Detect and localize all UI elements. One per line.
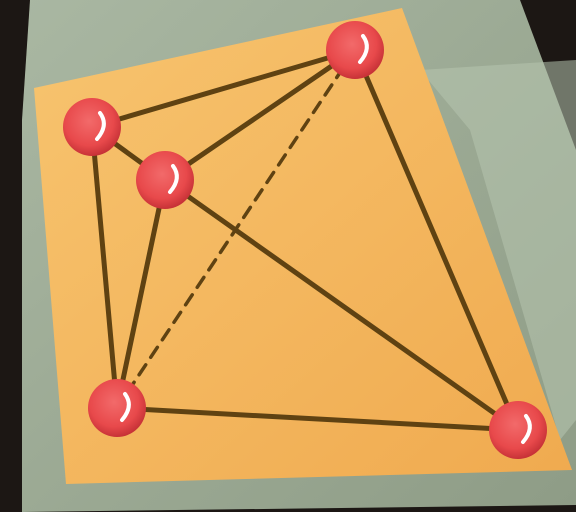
vertex-C bbox=[136, 151, 194, 209]
vertex-E bbox=[489, 401, 547, 459]
vertex-D bbox=[88, 379, 146, 437]
vertex-B bbox=[63, 98, 121, 156]
vertex-ball-D bbox=[88, 379, 146, 437]
vertex-ball-B bbox=[63, 98, 121, 156]
vertex-ball-A bbox=[326, 21, 384, 79]
vertex-ball-E bbox=[489, 401, 547, 459]
vertex-ball-C bbox=[136, 151, 194, 209]
vertex-A bbox=[326, 21, 384, 79]
